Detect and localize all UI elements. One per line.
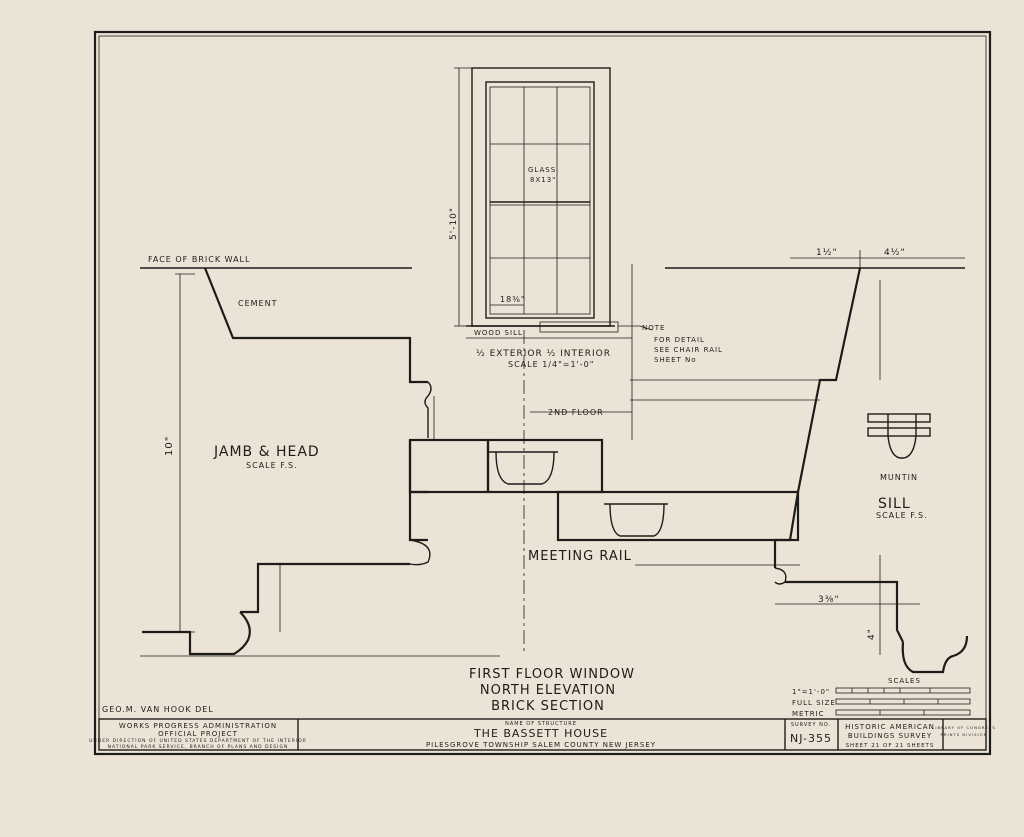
wpa-line: NATIONAL PARK SERVICE, BRANCH OF PLANS A…: [108, 744, 289, 750]
dimension-3-8-label: 3⅜": [818, 595, 840, 605]
rail-profile: [604, 503, 668, 537]
scale-label: FULL SIZE: [792, 699, 836, 707]
scales-label: SCALES: [888, 677, 921, 685]
drawing-title-2: NORTH ELEVATION: [480, 683, 616, 698]
face-of-brick-wall-label: FACE OF BRICK WALL: [148, 255, 250, 264]
sill-title: SILL: [878, 496, 911, 512]
title-block: WORKS PROGRESS ADMINISTRATION OFFICIAL P…: [89, 718, 996, 751]
wood-sill-block: [539, 321, 619, 333]
scale-bar: [835, 687, 971, 694]
window-scale-label: SCALE 1/4"=1'-0": [508, 360, 594, 369]
dimension-1-half-label: 1½": [816, 248, 838, 258]
glass-size-label: 8X13": [530, 176, 556, 184]
habs-line: HISTORIC AMERICAN: [845, 723, 935, 731]
head-block: [408, 438, 490, 494]
upper-sash-rail: [486, 438, 604, 494]
sheet-inner-border: [98, 35, 987, 751]
survey-number-caption: SURVEY NO.: [791, 722, 831, 728]
jamb-head-scale: SCALE F.S.: [246, 461, 298, 470]
sill-slope: [796, 267, 862, 493]
delineator-label: GEO.M. VAN HOOK DEL: [102, 705, 214, 714]
survey-number: NJ-355: [790, 732, 832, 745]
drawing-title-1: FIRST FLOOR WINDOW: [469, 667, 635, 682]
note-leader: [618, 325, 653, 331]
second-floor-label: 2ND FLOOR: [548, 408, 604, 417]
note-label: FOR DETAIL: [654, 336, 705, 344]
rail-profile: [488, 451, 558, 485]
jamb-bead: [424, 381, 432, 438]
dimension-10-label: 10": [164, 436, 175, 456]
sheet-number: SHEET 21 OF 21 SHEETS: [846, 743, 935, 749]
title-block-frame: [98, 718, 987, 751]
muntin-detail: [867, 427, 931, 437]
sill-section: [665, 250, 969, 674]
window-frame: [471, 67, 611, 327]
wpa-line: WORKS PROGRESS ADMINISTRATION: [119, 722, 277, 730]
habs-line: BUILDINGS SURVEY: [848, 732, 932, 740]
dimension-18-label: 18⅜": [500, 295, 526, 304]
sill-bead: [774, 567, 787, 585]
jamb-head-title: JAMB & HEAD: [213, 444, 320, 460]
note-label: SEE CHAIR RAIL: [654, 346, 723, 354]
structure-name-caption: NAME OF STRUCTURE: [505, 721, 577, 727]
sill-profile: [785, 580, 904, 643]
sill-nose: [901, 635, 969, 674]
library-stamp-line: PRINTS DIVISION: [941, 732, 988, 737]
scale-bar: [835, 698, 971, 705]
jamb-base: [142, 611, 251, 656]
scale-bar: [835, 709, 971, 716]
exterior-interior-label: ½ EXTERIOR ½ INTERIOR: [476, 349, 611, 359]
structure-name: THE BASSETT HOUSE: [473, 727, 608, 740]
wood-sill-label: WOOD SILL: [474, 329, 523, 337]
sheet-border: [93, 30, 992, 756]
jamb-profile: [240, 562, 410, 614]
glass-label: GLASS: [528, 166, 556, 174]
jamb-head-section: [140, 267, 500, 657]
library-stamp-line: LIBRARY OF CONGRESS: [932, 725, 996, 730]
muntin-label: MUNTIN: [880, 473, 918, 482]
jamb-bead: [409, 539, 431, 566]
note-label: SHEET No: [654, 356, 697, 364]
wpa-line: OFFICIAL PROJECT: [158, 730, 238, 738]
muntin-profile: [887, 414, 917, 459]
graphic-scales: SCALES 1"=1'-0" FULL SIZE METRIC: [792, 677, 971, 718]
dimension-4-half-label: 4½": [884, 248, 906, 258]
lower-sash-rail: [556, 490, 800, 542]
sill-profile: [773, 491, 800, 568]
window-sash-outline: [485, 81, 595, 319]
dimension-5-10-label: 5'-10": [449, 207, 459, 240]
muntin-detail: [867, 413, 931, 423]
window-elevation: [454, 67, 653, 655]
cement-label: CEMENT: [238, 299, 277, 308]
meeting-rail-title: MEETING RAIL: [528, 549, 632, 564]
sill-scale: SCALE F.S.: [876, 511, 928, 520]
scale-label: 1"=1'-0": [792, 688, 830, 696]
meeting-rail-section: [486, 264, 820, 566]
drawing-title-3: BRICK SECTION: [491, 699, 605, 714]
jamb-profile: [408, 440, 428, 494]
jamb-profile: [408, 492, 428, 542]
note-label: NOTE: [642, 324, 665, 332]
window-sash-inner: [489, 86, 591, 315]
dimension-4-label: 4": [867, 628, 877, 640]
jamb-profile: [203, 267, 428, 384]
wpa-line: UNDER DIRECTION OF UNITED STATES DEPARTM…: [89, 738, 307, 744]
structure-location: PILESGROVE TOWNSHIP SALEM COUNTY NEW JER…: [426, 741, 656, 749]
scale-label: METRIC: [792, 710, 825, 718]
